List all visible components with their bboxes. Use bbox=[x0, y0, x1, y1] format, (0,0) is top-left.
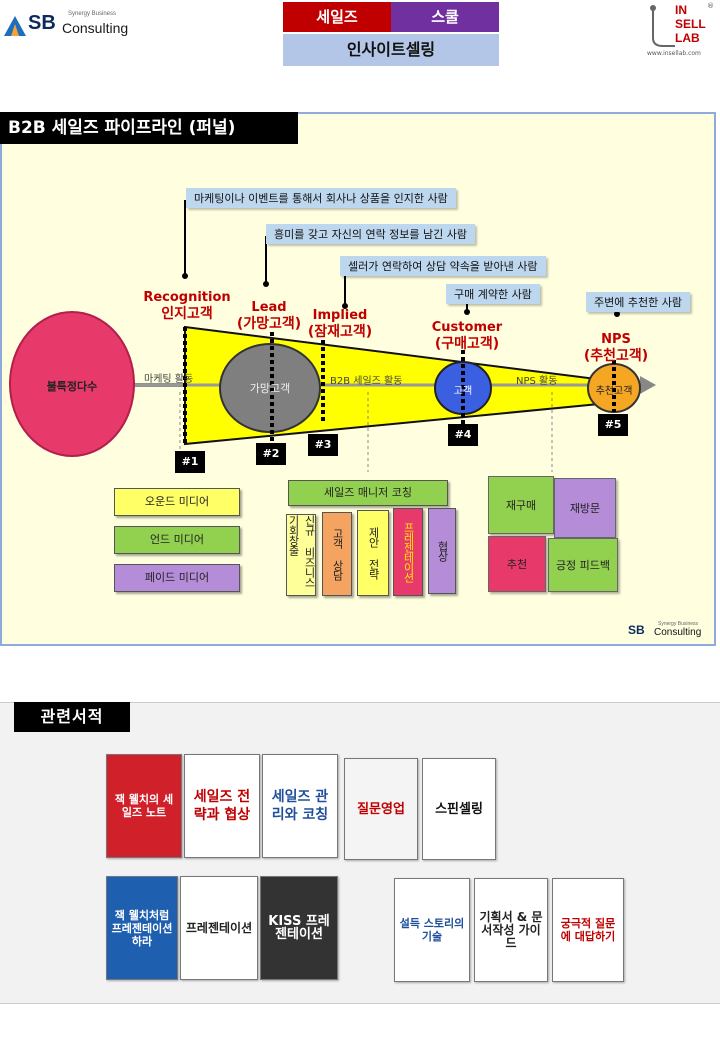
media-earned: 언드 미디어 bbox=[114, 526, 240, 554]
stage-customer: Customer (구매고객) bbox=[424, 320, 510, 352]
book-presentation[interactable]: 프레젠테이션 bbox=[180, 876, 258, 980]
sb-consulting-logo: SB Synergy Business Consulting bbox=[4, 8, 144, 40]
flow-arrowhead bbox=[640, 376, 656, 394]
book-title: 기획서 & 문서작성 가이드 bbox=[479, 909, 543, 950]
callout-customer: 구매 계약한 사람 bbox=[446, 284, 540, 304]
coaching-bar-negotiation: 협상 bbox=[428, 508, 456, 594]
book-kiss-presentation[interactable]: KISS 프레젠테이션 bbox=[260, 876, 338, 980]
book-title: 세일즈 관리와 코칭 bbox=[271, 789, 329, 823]
stage-nps-ko: (추천고객) bbox=[583, 348, 649, 364]
insellab-url[interactable]: www.insellab.com bbox=[647, 50, 701, 57]
stage-implied-en: Implied bbox=[312, 308, 368, 323]
activity-nps: NPS 활동 bbox=[516, 376, 558, 387]
callout-implied: 셀러가 연락하여 상담 약속을 받아낸 사람 bbox=[340, 256, 546, 276]
book-title: 잭 웰치의 세일즈 노트 bbox=[114, 793, 174, 819]
tab-sales[interactable]: 세일즈 bbox=[283, 2, 391, 32]
book-planning-documents[interactable]: 기획서 & 문서작성 가이드 bbox=[474, 878, 548, 982]
book-jack-welch-sales-note[interactable]: 잭 웰치의 세일즈 노트 bbox=[106, 754, 182, 858]
book-title: 잭 웰치처럼 프레젠테이션하라 bbox=[111, 908, 173, 948]
stage-lead-ko: (가망고객) bbox=[236, 316, 302, 332]
customer-label: 고객 bbox=[453, 386, 473, 397]
activity-b2b: B2B 세일즈 활동 bbox=[330, 376, 403, 387]
badge-2: #2 bbox=[256, 443, 286, 465]
activity-marketing: 마케팅 활동 bbox=[144, 374, 194, 385]
stage-nps: NPS (추천고객) bbox=[576, 332, 656, 364]
prospect-label: 가망고객 bbox=[249, 382, 291, 395]
insellab-lab: LAB bbox=[675, 31, 700, 45]
callout-nps: 주변에 추천한 사람 bbox=[586, 292, 690, 312]
coaching-bar-new-biz: 신규 비즈니스 기회창출 bbox=[286, 514, 316, 596]
diagram-sb-mark: SB bbox=[628, 623, 645, 637]
insellab-in: IN bbox=[675, 3, 687, 17]
insellab-logo: IN SELL LAB ® www.insellab.com bbox=[645, 2, 717, 60]
related-books-title: 관련서적 bbox=[14, 702, 130, 732]
stage-nps-en: NPS bbox=[601, 332, 631, 347]
coaching-bar-presentation: 프레젠테이션 bbox=[393, 508, 423, 596]
diagram-sb-name: Consulting bbox=[654, 627, 702, 638]
insellab-reg: ® bbox=[707, 2, 714, 10]
book-spin-selling[interactable]: 스핀셀링 bbox=[422, 758, 496, 860]
coaching-header: 세일즈 매니저 코칭 bbox=[288, 480, 448, 506]
book-title: 설득 스토리의 기술 bbox=[399, 917, 465, 943]
book-sales-strategy-negotiation[interactable]: 세일즈 전략과 협상 bbox=[184, 754, 260, 858]
badge-1: #1 bbox=[175, 451, 205, 473]
puzzle-referral: 추천 bbox=[488, 536, 546, 592]
book-title: KISS 프레젠테이션 bbox=[268, 914, 330, 942]
media-paid: 페이드 미디어 bbox=[114, 564, 240, 592]
book-title: 질문영업 bbox=[357, 801, 405, 817]
book-title: 세일즈 전략과 협상 bbox=[193, 789, 251, 823]
diagram-sb-sub: Synergy Business bbox=[658, 621, 699, 627]
book-question-sales[interactable]: 질문영업 bbox=[344, 758, 418, 860]
sb-triangle-icon bbox=[4, 16, 26, 36]
book-jack-welch-presentation[interactable]: 잭 웰치처럼 프레젠테이션하라 bbox=[106, 876, 178, 980]
badge-5: #5 bbox=[598, 414, 628, 436]
sb-logo-sub: Synergy Business bbox=[68, 11, 117, 17]
book-sales-management-coaching[interactable]: 세일즈 관리와 코칭 bbox=[262, 754, 338, 858]
coaching-bar-proposal: 제안 전략 bbox=[357, 510, 389, 596]
sb-logo-mark: SB bbox=[28, 12, 56, 34]
diagram-title: B2B 세일즈 파이프라인 (퍼널) bbox=[0, 112, 298, 144]
puzzle-revisit: 재방문 bbox=[554, 478, 616, 538]
stage-recognition-ko: 인지고객 bbox=[161, 306, 213, 322]
puzzle-repurchase: 재구매 bbox=[488, 476, 554, 534]
mass-label: 불특정다수 bbox=[46, 380, 98, 393]
referrer-label: 추천고객 bbox=[595, 386, 633, 397]
funnel-graphic bbox=[9, 200, 656, 472]
stage-implied: Implied (잠재고객) bbox=[298, 308, 382, 340]
callout-recognition: 마케팅이나 이벤트를 통해서 회사나 상품을 인지한 사람 bbox=[186, 188, 456, 208]
insellab-swirl-icon bbox=[650, 5, 675, 47]
badge-3: #3 bbox=[308, 434, 338, 456]
callout-lead: 흥미를 갖고 자신의 연락 정보를 남긴 사람 bbox=[266, 224, 476, 244]
stage-lead-en: Lead bbox=[251, 300, 287, 315]
stage-lead: Lead (가망고객) bbox=[226, 300, 312, 332]
insellab-sell: SELL bbox=[675, 17, 706, 31]
stage-recognition-en: Recognition bbox=[143, 290, 231, 305]
stage-customer-en: Customer bbox=[431, 320, 503, 335]
tab-school[interactable]: 스쿨 bbox=[391, 2, 499, 32]
book-title: 프레젠테이션 bbox=[185, 920, 253, 935]
stage-recognition: Recognition 인지고객 bbox=[140, 290, 234, 322]
tab-insight-selling[interactable]: 인사이트셀링 bbox=[283, 34, 499, 66]
header-tabs: 세일즈 스쿨 인사이트셀링 bbox=[283, 2, 499, 66]
book-title: 스핀셀링 bbox=[435, 801, 483, 817]
stage-customer-ko: (구매고객) bbox=[434, 336, 500, 352]
media-owned: 오운드 미디어 bbox=[114, 488, 240, 516]
stage-implied-ko: (잠재고객) bbox=[307, 324, 373, 340]
book-ultimate-question[interactable]: 궁극적 질문에 대답하기 bbox=[552, 878, 624, 982]
book-persuasion-story[interactable]: 설득 스토리의 기술 bbox=[394, 878, 470, 982]
puzzle-positive-feedback: 긍정 피드백 bbox=[548, 538, 618, 592]
diagram-sb-logo: SB Synergy Business Consulting bbox=[628, 621, 708, 641]
book-title: 궁극적 질문에 대답하기 bbox=[560, 917, 616, 943]
sb-logo-name: Consulting bbox=[62, 20, 129, 36]
coaching-bar-consult: 고객 상담 bbox=[322, 512, 352, 596]
mass-circle bbox=[9, 311, 135, 457]
badge-4: #4 bbox=[448, 424, 478, 446]
